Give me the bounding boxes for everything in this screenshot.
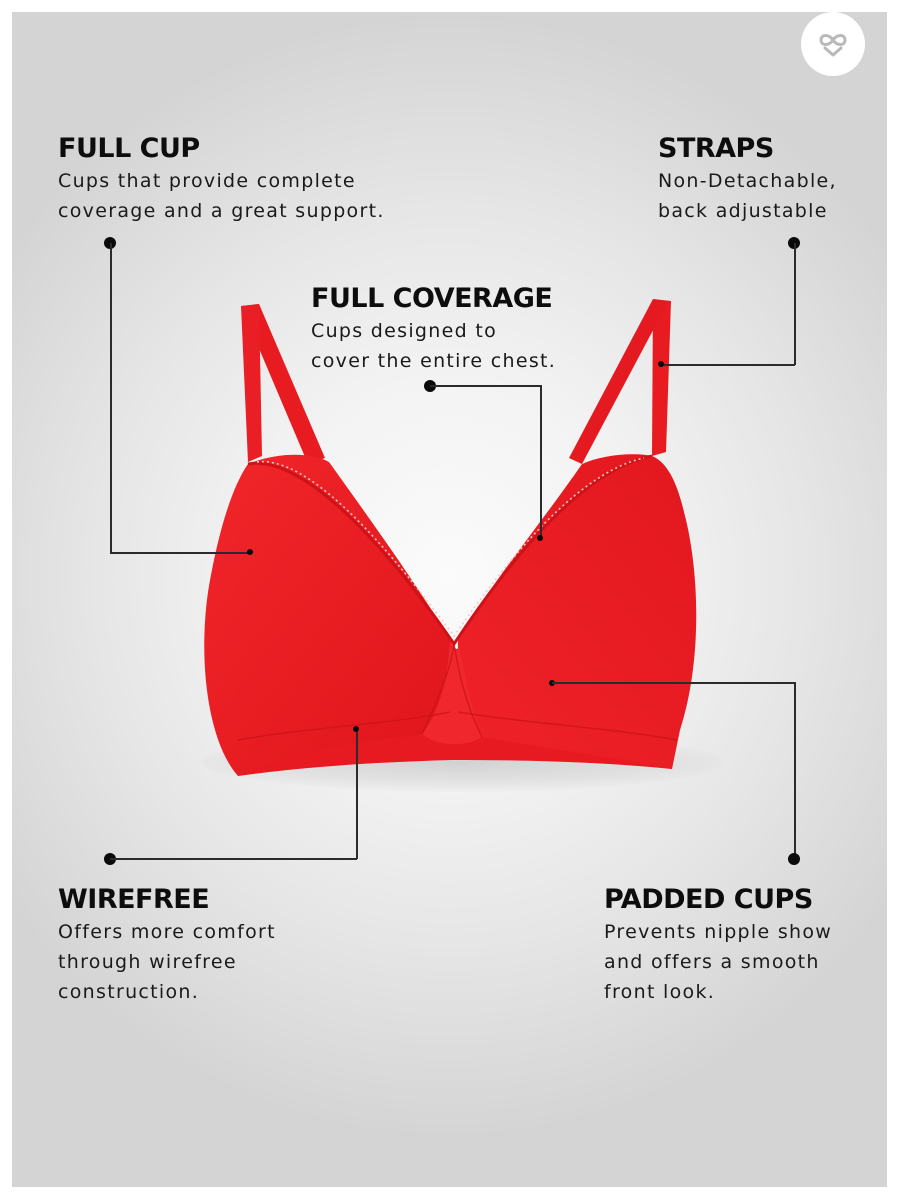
feature-title: STRAPS [658,133,774,164]
feature-description-line: Cups designed to [311,320,498,342]
feature-full-cup: FULL CUP Cups that provide complete cove… [58,134,385,226]
feature-description-line: Offers more comfort [58,921,276,943]
feature-title: WIREFREE [58,884,210,915]
callout-line-full-coverage [540,385,542,538]
callout-line-full-coverage [430,385,541,387]
callout-anchor-full-cup [247,549,253,555]
feature-description-line: cover the entire chest. [311,350,557,372]
feature-straps: STRAPS Non-Detachable, back adjustable [658,134,837,226]
callout-anchor-wirefree [353,726,359,732]
feature-description-line: front look. [604,981,716,1003]
callout-line-wirefree [356,729,358,859]
feature-description-line: Prevents nipple show [604,921,833,943]
feature-description-line: construction. [58,981,200,1003]
feature-description-line: back adjustable [658,200,828,222]
bra-product-image [204,299,697,776]
callout-line-full-cup [110,243,112,553]
feature-title: FULL COVERAGE [311,283,553,314]
feature-wirefree: WIREFREE Offers more comfort through wir… [58,885,276,1007]
callout-line-wirefree [110,858,357,860]
feature-description-line: and offers a smooth [604,951,820,973]
feature-description-line: Cups that provide complete [58,170,356,192]
infographic-frame: FULL CUP Cups that provide complete cove… [12,12,887,1187]
feature-description-line: through wirefree [58,951,237,973]
feature-description-line: Non-Detachable, [658,170,837,192]
callout-anchor-full-coverage [537,535,543,541]
brand-logo-badge [801,12,865,76]
callout-line-straps [662,364,795,366]
callout-line-full-cup [110,552,250,554]
callout-anchor-straps [658,361,664,367]
feature-description-line: coverage and a great support. [58,200,385,222]
feature-title: PADDED CUPS [604,884,813,915]
feature-title: FULL CUP [58,133,200,164]
callout-line-padded-cups [794,682,796,858]
callout-dot-padded-cups [788,853,800,865]
feature-padded-cups: PADDED CUPS Prevents nipple show and off… [604,885,832,1007]
callout-line-padded-cups [552,682,795,684]
infinity-heart-icon [819,34,847,57]
callout-line-straps [794,243,796,365]
feature-full-coverage: FULL COVERAGE Cups designed to cover the… [311,284,556,376]
